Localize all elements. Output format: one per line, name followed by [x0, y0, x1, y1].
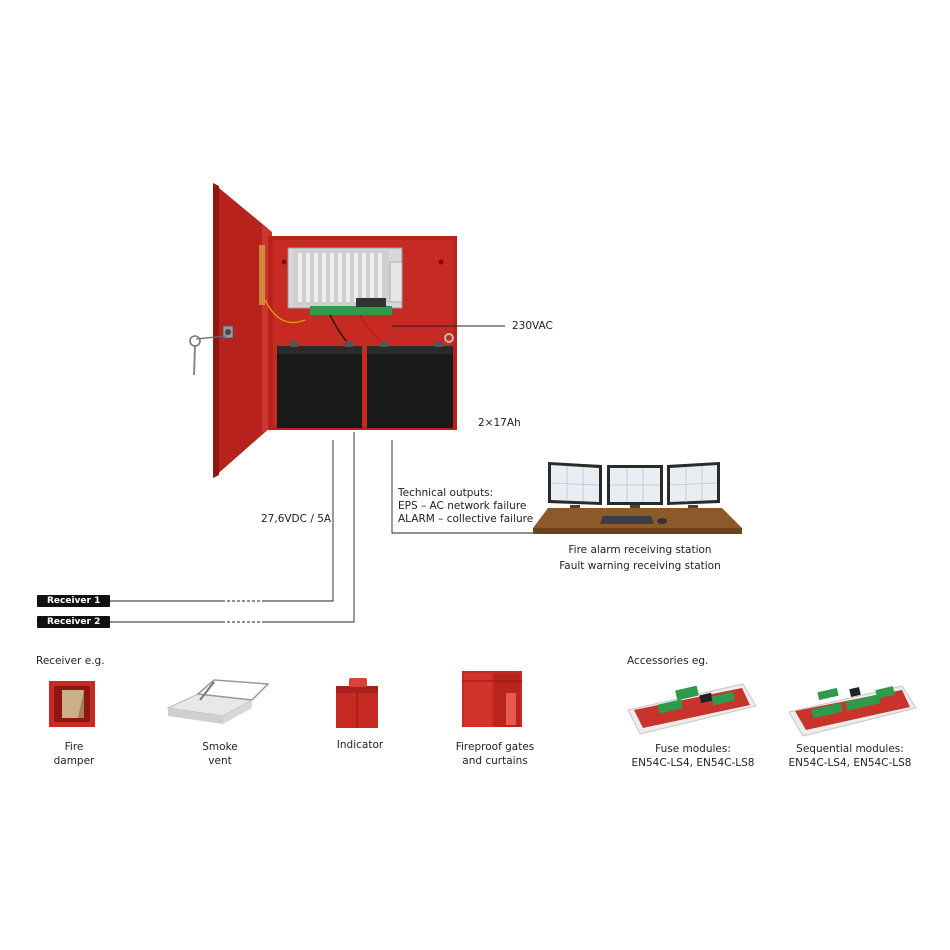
fault-warning-station-label: Fault warning receiving station [559, 560, 721, 572]
smoke-vent-label: Smoke vent [202, 741, 238, 767]
battery-left [277, 341, 362, 428]
fire-damper-label: Fire damper [53, 741, 95, 767]
receiver-1-tag: Receiver 1 [37, 595, 111, 607]
fireproof-gates-label: Fireproof gates and curtains [455, 741, 535, 767]
receiver-2-tag: Receiver 2 [37, 616, 111, 628]
indicator-label: Indicator [336, 739, 384, 751]
receiving-station-illustration [533, 462, 742, 534]
fuse-module-illustration [627, 683, 757, 735]
monitor-right [667, 462, 720, 511]
door-key [189, 325, 234, 376]
indicator-illustration [336, 678, 378, 728]
technical-outputs-eps: EPS – AC network failure [398, 500, 527, 512]
battery-label: 2×17Ah [478, 417, 521, 429]
connection-lines [110, 325, 535, 623]
sequential-module-illustration [788, 685, 917, 737]
sequential-modules-label: Sequential modules: EN54C-LS4, EN54C-LS8 [788, 743, 912, 769]
output-voltage-label: 27,6VDC / 5A [261, 513, 332, 525]
smoke-vent-illustration [166, 679, 270, 724]
fire-alarm-station-label: Fire alarm receiving station [568, 544, 712, 556]
fuse-modules-label: Fuse modules: EN54C-LS4, EN54C-LS8 [631, 743, 755, 769]
receiving-station-label: Fire alarm receiving station Fault warni… [540, 542, 740, 574]
mains-label: 230VAC [512, 320, 553, 332]
fireproof-gates-illustration [462, 671, 522, 727]
receiver-heading: Receiver e.g. [36, 655, 105, 667]
accessories-heading: Accessories eg. [627, 655, 709, 667]
technical-outputs-label: Technical outputs: EPS – AC network fail… [398, 487, 533, 526]
monitor-center [607, 465, 663, 511]
psu-enclosure [189, 183, 457, 478]
monitor-left [548, 462, 602, 511]
technical-outputs-title: Technical outputs: [398, 487, 494, 499]
fire-damper-illustration [49, 681, 95, 727]
psu-module [287, 247, 403, 309]
technical-outputs-alarm: ALARM – collective failure [398, 513, 534, 525]
battery-right [367, 341, 453, 428]
